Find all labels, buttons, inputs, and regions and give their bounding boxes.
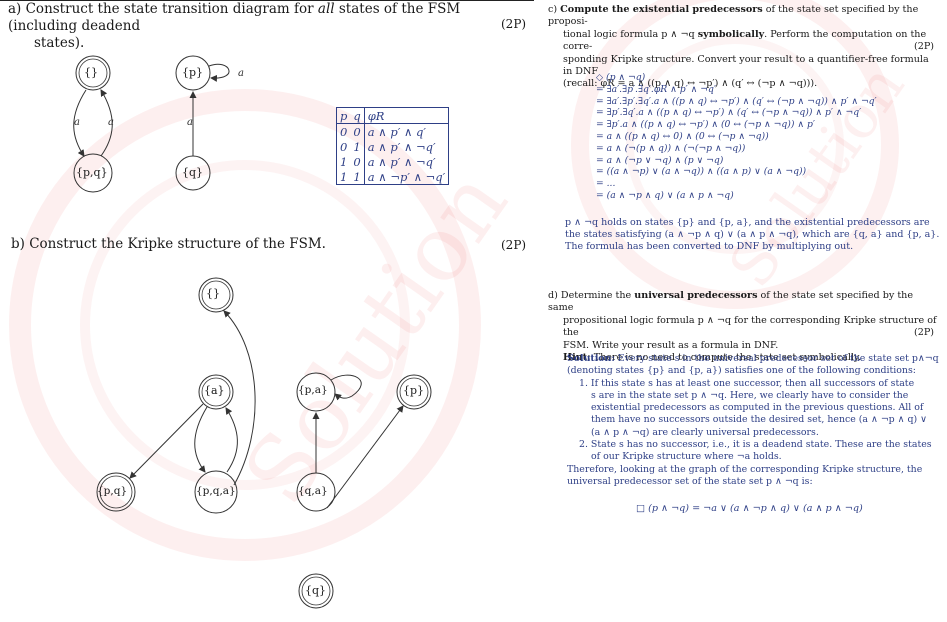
part-a-points: (2P) <box>501 17 527 31</box>
node-p-label: {p} <box>182 66 204 79</box>
node-q-label: {q} <box>182 166 204 179</box>
node-empty <box>75 55 111 91</box>
node-empty-label: {} <box>84 66 98 79</box>
part-d-result: □ (p ∧ ¬q) = ¬a ∨ (a ∧ ¬p ∧ q) ∨ (a ∧ p … <box>636 503 863 514</box>
part-d-question: d) Determine the universal predecessors … <box>548 290 937 364</box>
edge-label-a1: a <box>74 117 80 128</box>
kripke-node-pqa-label: {p,q,a} <box>196 485 236 497</box>
kripke-node-qa-label: {q,a} <box>298 485 328 497</box>
kripke-node-pa-label: {p,a} <box>298 384 328 396</box>
part-c-question: c) Compute the existential predecessors … <box>548 4 929 90</box>
kripke-structure <box>96 277 432 609</box>
kripke-node-empty-label: {} <box>206 287 220 300</box>
kripke-node-p-label: {p} <box>403 384 425 397</box>
part-d-points: (2P) <box>914 327 935 338</box>
part-a-question: a) Construct the state transition diagra… <box>8 1 461 51</box>
fsm-state-diagram: a a a a <box>73 55 244 193</box>
node-p <box>175 55 211 91</box>
edge-label-a4: a <box>238 68 244 79</box>
part-b-question: b) Construct the Kripke structure of the… <box>11 236 326 252</box>
part-c-points: (2P) <box>914 41 935 52</box>
kripke-node-a-label: {a} <box>204 384 225 397</box>
kripke-node-pq-label: {p,q} <box>97 485 128 497</box>
node-pq <box>73 153 113 193</box>
edge-label-a2: a <box>108 117 114 128</box>
transition-table: p q φR 0 0 a ∧ p′ ∧ q′ 0 1 a ∧ p′ ∧ ¬q′ … <box>336 107 450 185</box>
node-pq-label: {p,q} <box>76 166 108 179</box>
part-d-solution: Solution: Every state s in the universal… <box>567 353 939 487</box>
kripke-node-q-label: {q} <box>305 584 327 597</box>
top-rule <box>0 0 534 1</box>
part-b-points: (2P) <box>501 238 527 252</box>
edge-label-a3: a <box>187 117 193 128</box>
part-c-explanation: p ∧ ¬q holds on states {p} and {p, a}, a… <box>565 217 940 253</box>
part-c-derivation: ◇ (p ∧ ¬q) = ∃a′.∃p′.∃q′.φR ∧ p′ ∧ ¬q′ =… <box>596 72 877 201</box>
